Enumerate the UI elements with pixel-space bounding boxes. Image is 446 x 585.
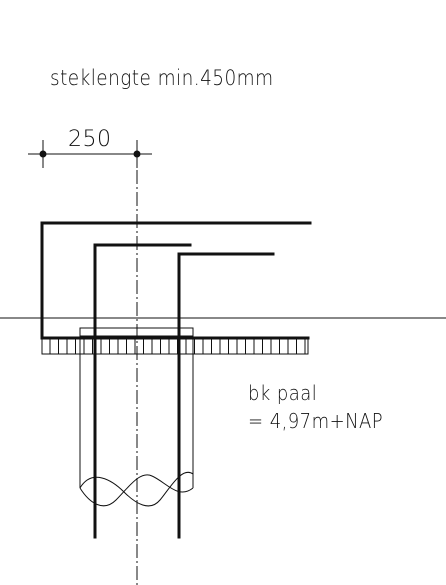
dimension-250 [28, 140, 152, 168]
rebar [40, 221, 312, 539]
steklengte-label: steklengte min.450mm [50, 66, 274, 90]
pile-outline [79, 327, 194, 507]
bk-paal-label: bk paal [248, 381, 318, 405]
dimension-label: 250 [68, 127, 112, 152]
pile-cap-hatching [41, 337, 309, 355]
nap-level-label: = 4,97m+NAP [248, 409, 384, 433]
